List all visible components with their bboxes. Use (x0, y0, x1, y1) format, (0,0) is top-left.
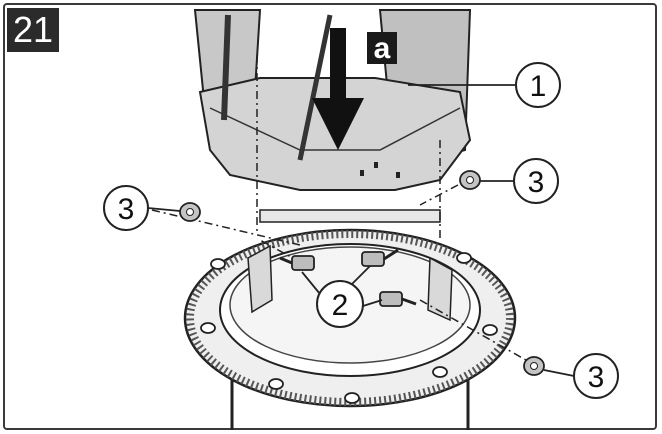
arrow-label-badge: a (367, 32, 397, 65)
nut-left (179, 202, 201, 222)
callout-3-upper-right-label: 3 (528, 166, 545, 199)
callout-3-upper-right: 3 (480, 158, 559, 204)
callout-2: 2 (301, 265, 383, 328)
callout-3-lower-right-label: 3 (588, 361, 605, 394)
down-arrow-icon (312, 28, 364, 150)
bolt-3 (379, 291, 417, 307)
nut-lower-right (523, 356, 545, 376)
lower-shaft (230, 380, 470, 430)
callout-3-left-label: 3 (118, 193, 135, 226)
bolt-2 (361, 248, 399, 267)
callout-3-lower-right: 3 (543, 353, 619, 399)
bolt-1 (279, 255, 315, 271)
callout-2-label: 2 (332, 289, 349, 322)
step-number-badge: 21 (7, 8, 59, 52)
alignment-lines (151, 55, 541, 369)
arrow-label: a (374, 32, 391, 65)
callout-1: 1 (408, 62, 561, 108)
nut-upper-right (459, 170, 481, 190)
callout-3-left: 3 (103, 185, 181, 231)
callout-1-label: 1 (530, 70, 547, 103)
